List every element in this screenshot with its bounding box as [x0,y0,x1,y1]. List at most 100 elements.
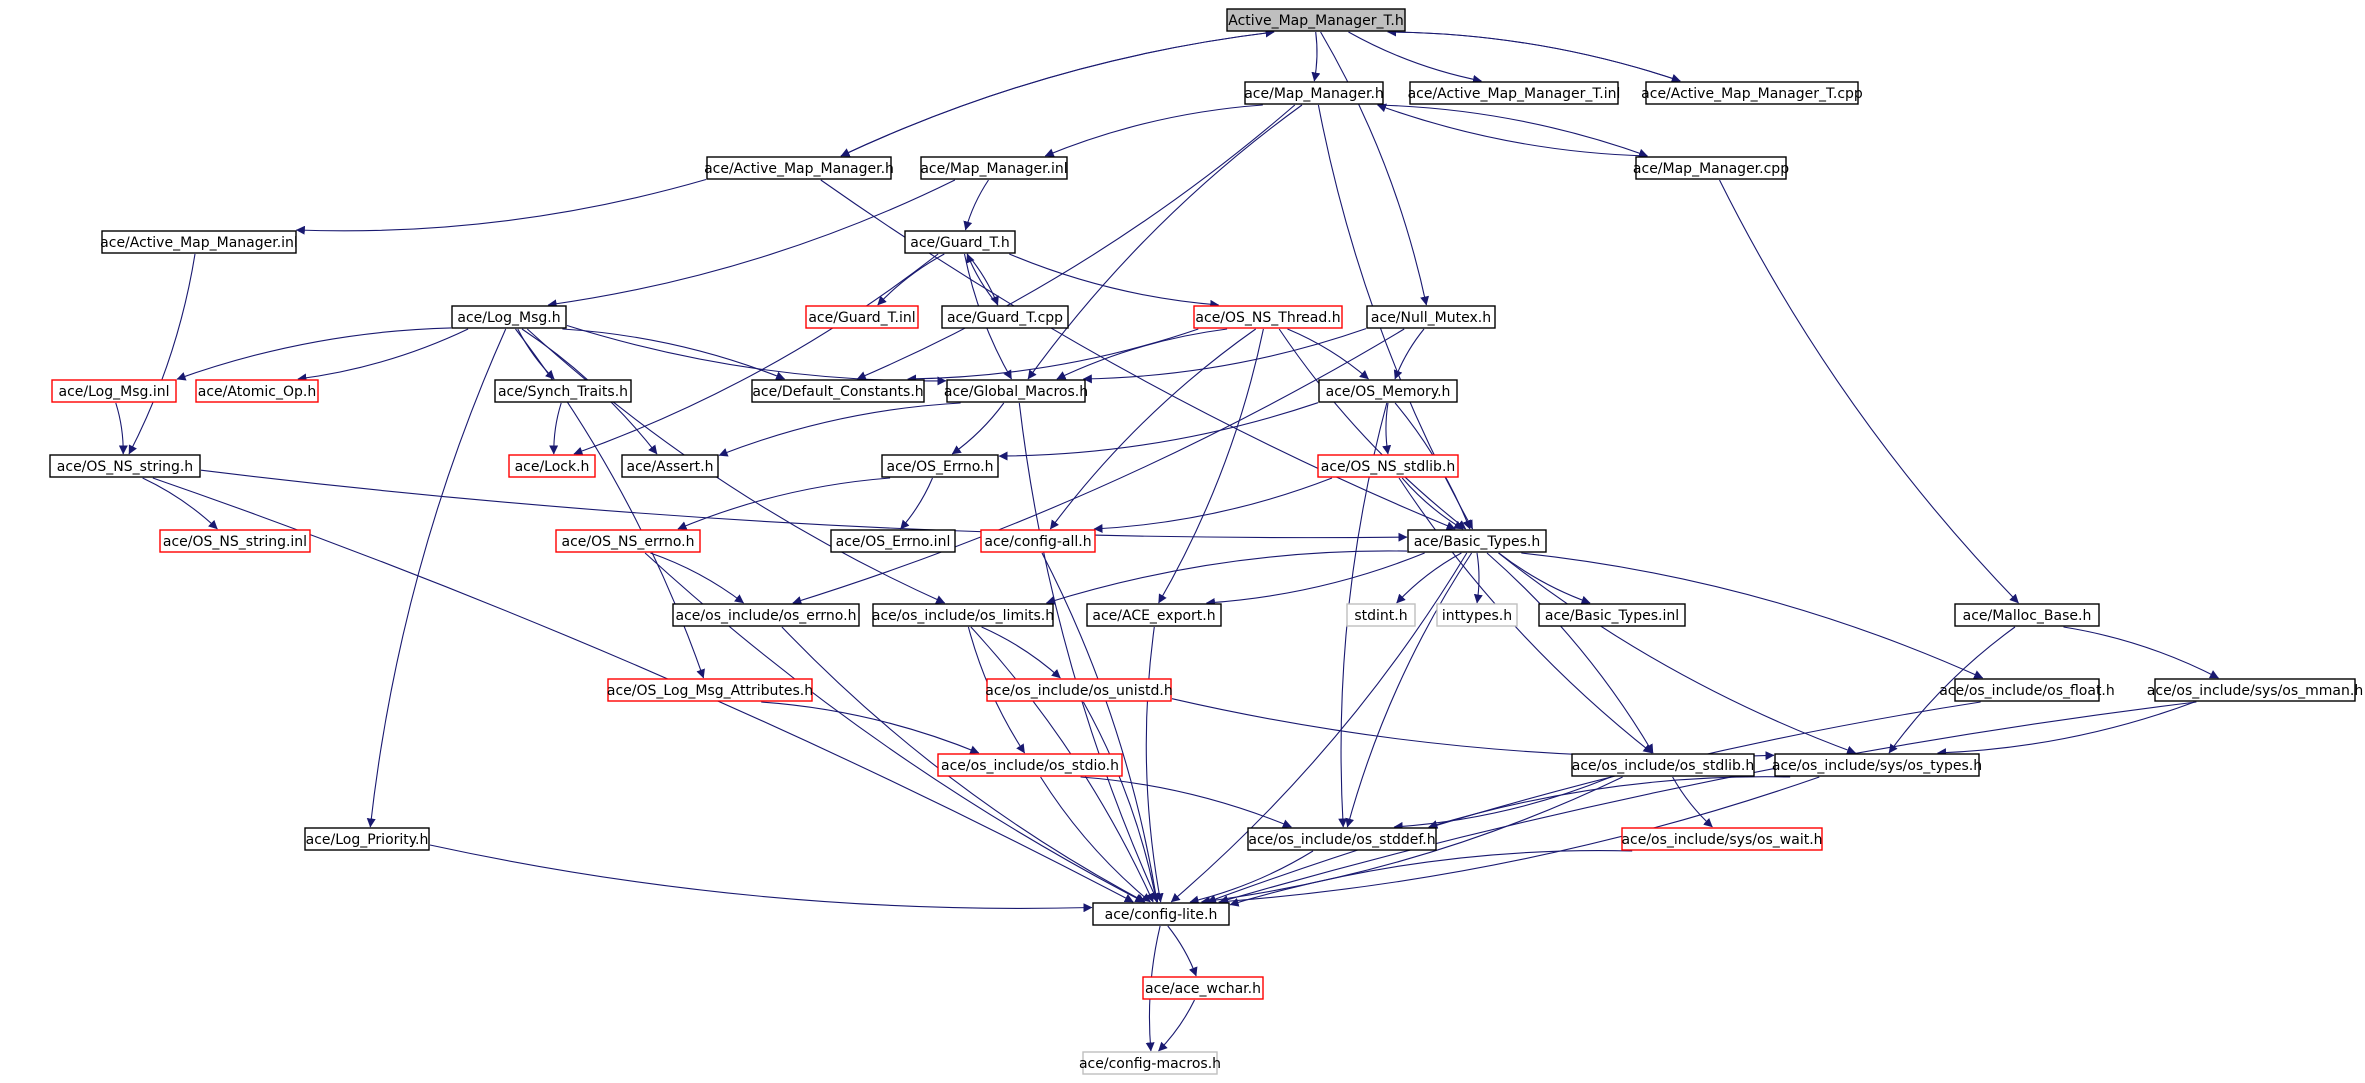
node-ace_wchar_h[interactable]: ace/ace_wchar.h [1142,976,1264,1000]
node-box-os_include_os_unistd_h [986,678,1172,702]
edge-basic_types_h-to-os_include_os_stddef_h [1345,552,1473,828]
node-box-map_mgr_cpp [1635,156,1787,180]
node-label-malloc_base_h: ace/Malloc_Base.h [1963,608,2092,624]
node-label-os_ns_string_inl: ace/OS_NS_string.inl [163,534,307,550]
node-map_mgr_h[interactable]: ace/Map_Manager.h [1244,81,1384,105]
node-box-inttypes_h [1436,603,1518,627]
node-lock_h[interactable]: ace/Lock.h [508,454,596,478]
node-null_mutex_h[interactable]: ace/Null_Mutex.h [1366,305,1496,329]
node-box-null_mutex_h [1366,305,1496,329]
node-os_ns_string_inl[interactable]: ace/OS_NS_string.inl [159,529,311,553]
node-atomic_op_h[interactable]: ace/Atomic_Op.h [195,379,319,403]
node-inttypes_h: inttypes.h [1436,603,1518,627]
node-os_ns_errno_h[interactable]: ace/OS_NS_errno.h [555,529,701,553]
edge-amm_h-to-root [840,28,1275,157]
node-basic_types_h[interactable]: ace/Basic_Types.h [1407,529,1547,553]
node-synch_traits_h[interactable]: ace/Synch_Traits.h [494,379,632,403]
node-os_ns_thread_h[interactable]: ace/OS_NS_Thread.h [1193,305,1343,329]
node-os_include_os_stdio_h[interactable]: ace/os_include/os_stdio.h [937,753,1123,777]
edge-malloc_base_h-to-os_include_sys_os_mman_h [2063,626,2219,679]
edge-amm_t_cpp-to-root [1387,27,1681,82]
node-box-os_include_sys_os_mman_h [2154,678,2356,702]
node-os_log_msg_attributes_h[interactable]: ace/OS_Log_Msg_Attributes.h [607,678,813,702]
edge-malloc_base_h-to-os_include_sys_os_types_h [1888,626,2016,754]
edge-basic_types_h-to-stdint_h [1396,552,1462,604]
edge-basic_types_h-to-ace_export_h [1205,552,1425,607]
edge-os_ns_string_h-to-os_ns_string_inl [142,477,218,530]
edge-basic_types_h-to-config_lite_h [1170,552,1468,903]
edge-os_include_os_float_h-to-config_lite_h [1206,701,1981,904]
edge-os_ns_errno_h-to-os_include_os_errno_h [650,552,744,604]
node-amm_h[interactable]: ace/Active_Map_Manager.h [704,156,894,180]
node-guard_t_cpp[interactable]: ace/Guard_T.cpp [941,305,1069,329]
node-os_include_os_float_h[interactable]: ace/os_include/os_float.h [1939,678,2115,702]
node-box-stdint_h [1346,603,1416,627]
node-guard_t_inl[interactable]: ace/Guard_T.inl [805,305,919,329]
node-root[interactable]: Active_Map_Manager_T.h [1226,8,1406,32]
node-amm_t_inl[interactable]: ace/Active_Map_Manager_T.inl [1408,81,1621,105]
edge-os_include_sys_os_wait_h-to-config_lite_h [1229,850,1633,907]
node-os_include_os_errno_h[interactable]: ace/os_include/os_errno.h [672,603,860,627]
node-label-default_constants_h: ace/Default_Constants.h [752,384,923,400]
node-box-amm_inl [101,230,297,254]
node-label-os_include_os_float_h: ace/os_include/os_float.h [1939,683,2115,699]
node-os_ns_stdlib_h[interactable]: ace/OS_NS_stdlib.h [1317,454,1459,478]
node-box-os_log_msg_attributes_h [607,678,813,702]
node-log_priority_h[interactable]: ace/Log_Priority.h [304,827,430,851]
node-os_memory_h[interactable]: ace/OS_Memory.h [1318,379,1458,403]
edge-map_mgr_inl-to-log_msg_h [547,179,956,309]
node-label-stdint_h: stdint.h [1354,608,1407,624]
node-box-guard_t_inl [805,305,919,329]
node-log_msg_inl[interactable]: ace/Log_Msg.inl [51,379,177,403]
node-label-root: Active_Map_Manager_T.h [1228,13,1403,29]
node-box-default_constants_h [751,379,925,403]
node-config_all_h[interactable]: ace/config-all.h [980,529,1096,553]
node-map_mgr_cpp[interactable]: ace/Map_Manager.cpp [1633,156,1789,180]
node-default_constants_h[interactable]: ace/Default_Constants.h [751,379,925,403]
edge-null_mutex_h-to-os_include_os_errno_h [792,328,1405,605]
node-box-config_macros_h [1082,1051,1218,1075]
node-box-map_mgr_inl [920,156,1068,180]
node-box-os_include_os_stdlib_h [1571,753,1755,777]
node-global_macros_h[interactable]: ace/Global_Macros.h [944,379,1088,403]
node-assert_h[interactable]: ace/Assert.h [621,454,719,478]
node-box-os_include_sys_os_wait_h [1621,827,1823,851]
node-label-os_include_sys_os_types_h: ace/os_include/sys/os_types.h [1772,758,1982,774]
node-os_errno_inl[interactable]: ace/OS_Errno.inl [830,529,956,553]
node-os_include_os_stdlib_h[interactable]: ace/os_include/os_stdlib.h [1571,753,1755,777]
node-os_include_os_stddef_h[interactable]: ace/os_include/os_stddef.h [1247,827,1437,851]
edge-guard_t_cpp-to-guard_t_h [966,253,999,306]
edges-layer [115,27,2219,1052]
edge-basic_types_h-to-basic_types_inl [1498,552,1591,605]
node-label-map_mgr_h: ace/Map_Manager.h [1244,86,1384,102]
edge-os_log_msg_attributes_h-to-os_include_os_stdio_h [761,701,980,754]
node-os_include_os_limits_h[interactable]: ace/os_include/os_limits.h [872,603,1054,627]
node-label-log_priority_h: ace/Log_Priority.h [306,832,429,848]
node-amm_t_cpp[interactable]: ace/Active_Map_Manager_T.cpp [1641,81,1863,105]
node-map_mgr_inl[interactable]: ace/Map_Manager.inl [920,156,1068,180]
node-guard_t_h[interactable]: ace/Guard_T.h [904,230,1016,254]
node-label-os_include_os_limits_h: ace/os_include/os_limits.h [872,608,1054,624]
edge-null_mutex_h-to-global_macros_h [1082,328,1367,384]
node-log_msg_h[interactable]: ace/Log_Msg.h [451,305,567,329]
edge-log_msg_h-to-atomic_op_h [297,328,469,383]
edge-guard_t_h-to-guard_t_inl [877,253,945,306]
node-os_include_sys_os_wait_h[interactable]: ace/os_include/sys/os_wait.h [1621,827,1823,851]
node-os_include_os_unistd_h[interactable]: ace/os_include/os_unistd.h [985,678,1173,702]
edge-map_mgr_h-to-map_mgr_inl [1044,104,1263,157]
node-basic_types_inl[interactable]: ace/Basic_Types.inl [1538,603,1686,627]
node-config_lite_h[interactable]: ace/config-lite.h [1092,902,1230,926]
edge-map_mgr_h-to-default_constants_h [856,104,1296,380]
edge-log_msg_h-to-os_log_msg_attributes_h [515,328,705,679]
node-box-assert_h [621,454,719,478]
node-ace_export_h[interactable]: ace/ACE_export.h [1086,603,1222,627]
node-label-os_memory_h: ace/OS_Memory.h [1326,384,1451,400]
node-os_include_sys_os_mman_h[interactable]: ace/os_include/sys/os_mman.h [2147,678,2363,702]
node-amm_inl[interactable]: ace/Active_Map_Manager.inl [100,230,298,254]
node-malloc_base_h[interactable]: ace/Malloc_Base.h [1954,603,2100,627]
edge-null_mutex_h-to-os_memory_h [1393,328,1425,380]
node-os_include_sys_os_types_h[interactable]: ace/os_include/sys/os_types.h [1772,753,1982,777]
node-os_errno_h[interactable]: ace/OS_Errno.h [881,454,999,478]
node-os_ns_string_h[interactable]: ace/OS_NS_string.h [49,454,201,478]
edge-os_include_os_stdlib_h-to-os_include_sys_os_wait_h [1672,776,1713,828]
